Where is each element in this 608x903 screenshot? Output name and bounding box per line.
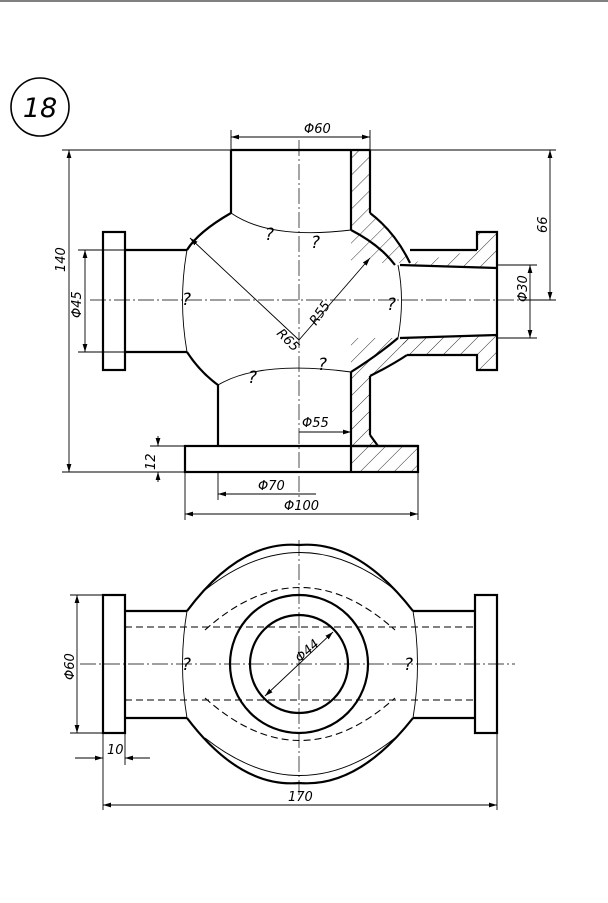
dim-bore-diameter: Φ55: [302, 416, 329, 431]
unknown-mark: ?: [265, 225, 274, 245]
dim-overall-length: 170: [288, 790, 313, 805]
drawing-number: 18: [23, 93, 57, 124]
top-view: Φ44 ? ? Φ60 10 170: [63, 540, 515, 810]
dim-flange-width: 10: [107, 743, 124, 758]
unknown-mark: ?: [182, 290, 191, 310]
dim-flange-thickness: 12: [144, 453, 159, 470]
front-outline: [103, 150, 497, 472]
radius-r55-label: R55: [307, 299, 334, 329]
drawing-number-badge: 18: [11, 78, 69, 136]
radius-r55-leader: [299, 258, 370, 340]
dim-right-bore: Φ30: [516, 275, 531, 302]
unknown-mark: ?: [182, 655, 191, 675]
unknown-mark: ?: [404, 655, 413, 675]
dim-flange-diameter: Φ60: [63, 653, 78, 680]
dim-inner-diameter: Φ44: [293, 637, 323, 666]
dim-bottom-flange: Φ100: [284, 499, 319, 514]
front-view: R65 R55 ? ? ? ? ? ? Φ60 140 Φ45 66 Φ30: [54, 122, 556, 520]
section-hatching: [340, 140, 510, 480]
unknown-mark: ?: [248, 368, 257, 388]
unknown-mark: ?: [318, 355, 327, 375]
dim-top-diameter: Φ60: [304, 122, 331, 137]
dim-total-height: 140: [54, 247, 69, 272]
dim-flange-offset: 66: [536, 216, 551, 233]
dim-left-diameter: Φ45: [70, 291, 85, 318]
unknown-mark: ?: [387, 295, 396, 315]
radius-r65-leader: [190, 238, 299, 340]
radius-r65-label: R65: [273, 326, 302, 355]
unknown-mark: ?: [311, 233, 320, 253]
dim-boss-diameter: Φ70: [258, 479, 285, 494]
